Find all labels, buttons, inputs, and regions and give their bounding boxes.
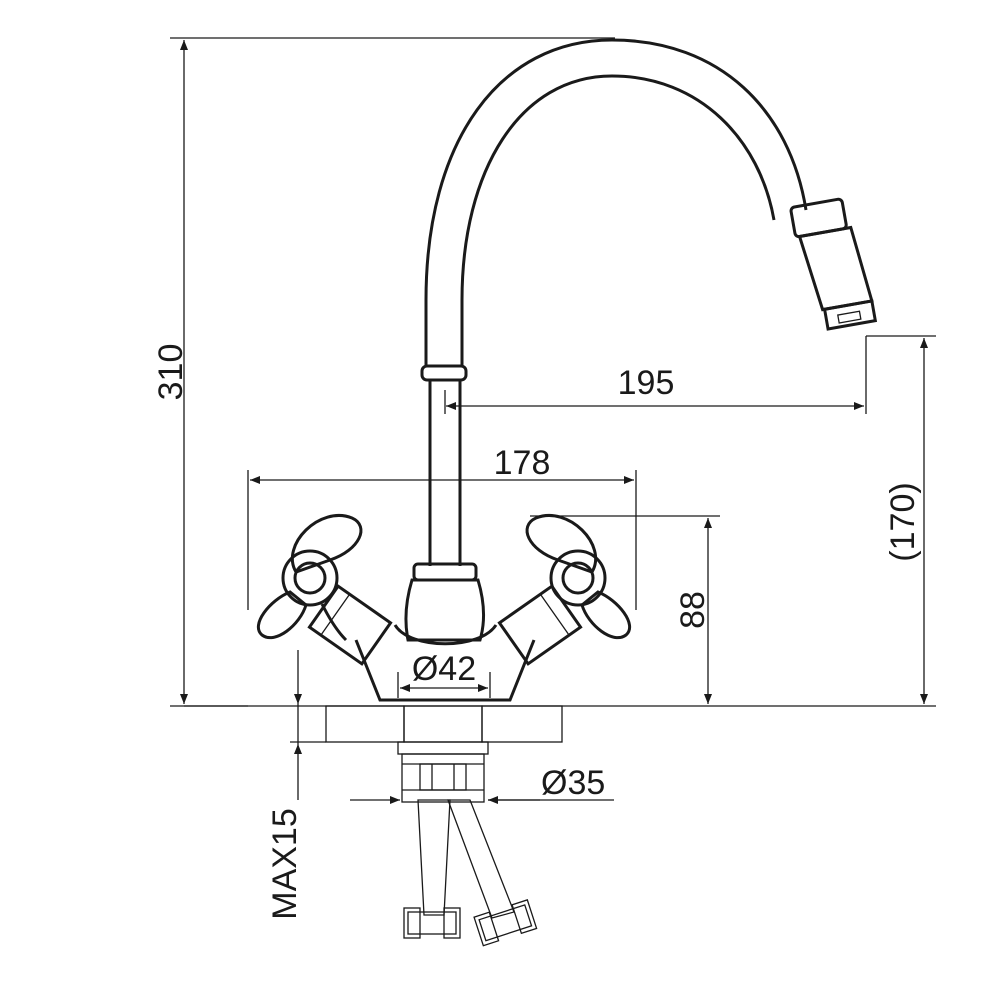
- left-handle: [256, 514, 393, 666]
- mounting-shank: [397, 741, 489, 803]
- dimension-base-diameter: Ø42: [397, 650, 491, 698]
- deck-section: [184, 705, 936, 743]
- hose-fitting-left: [403, 907, 461, 939]
- base-diameter-label: Ø42: [412, 650, 476, 688]
- total-height-label: 310: [152, 344, 190, 401]
- right-handle: [497, 514, 632, 666]
- body-height-label: 88: [674, 591, 712, 629]
- dimension-spout-clearance: (170): [866, 335, 936, 704]
- dimension-hole-diameter: Ø35: [350, 764, 614, 804]
- spout-clearance-label: (170): [884, 482, 922, 561]
- max-deck-label: MAX15: [266, 808, 304, 920]
- dimension-body-height: 88: [530, 515, 720, 704]
- spout: [420, 38, 878, 566]
- spout-reach-label: 195: [618, 364, 675, 402]
- hose-fitting-right: [473, 899, 538, 947]
- hole-diameter-label: Ø35: [541, 764, 605, 802]
- spout-head: [789, 197, 878, 331]
- flexible-hoses: [403, 799, 538, 947]
- faucet-body: [354, 562, 536, 702]
- dimension-handle-span: 178: [247, 444, 637, 610]
- dimension-spout-reach: 195: [444, 336, 867, 414]
- dimension-total-height: 310: [152, 37, 615, 707]
- handle-span-label: 178: [494, 444, 551, 482]
- dimension-max-deck: MAX15: [266, 650, 326, 920]
